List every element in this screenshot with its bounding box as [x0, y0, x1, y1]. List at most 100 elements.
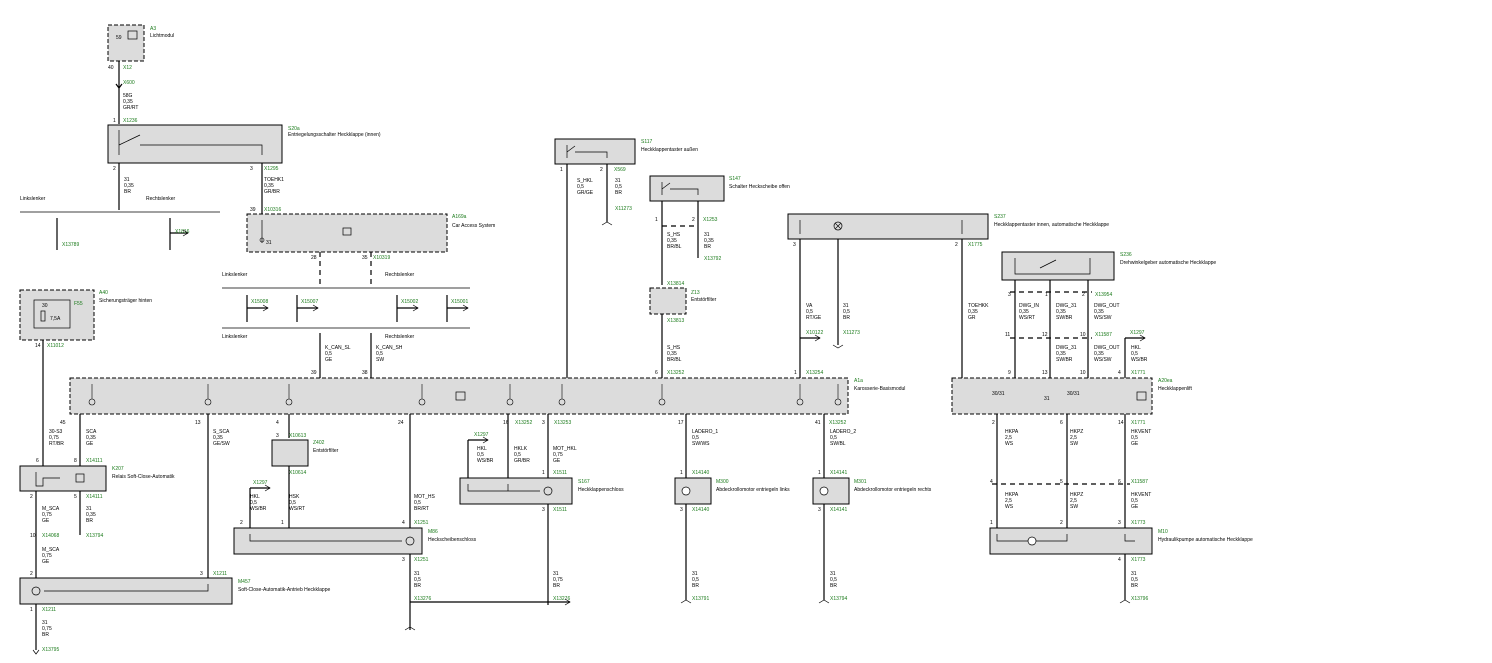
a1a-pin-symbols [88, 384, 842, 406]
svg-text:GR/RT: GR/RT [123, 105, 138, 111]
svg-text:X10319: X10319 [373, 255, 390, 261]
svg-text:M457: M457 [238, 579, 251, 585]
svg-text:A169a: A169a [452, 214, 467, 220]
svg-text:Schalter Heckscheibe offen: Schalter Heckscheibe offen [729, 184, 790, 190]
svg-text:X11587: X11587 [1095, 332, 1112, 338]
svg-text:Heckklappentaster innen, autom: Heckklappentaster innen, automatische He… [994, 222, 1109, 228]
svg-text:1: 1 [113, 118, 116, 124]
svg-text:BR: BR [86, 518, 93, 524]
svg-text:Z402: Z402 [313, 440, 325, 446]
svg-text:X15002: X15002 [401, 299, 418, 305]
fuse-f55: F55 [74, 301, 83, 307]
svg-text:A1a: A1a [854, 378, 863, 384]
lenker-right-1: Rechtslenker [146, 196, 176, 202]
svg-text:39: 39 [250, 207, 256, 213]
svg-text:HSK: HSK [289, 494, 300, 500]
svg-text:0,5: 0,5 [1131, 498, 1138, 504]
svg-text:0,5: 0,5 [830, 435, 837, 441]
svg-text:WS/SW: WS/SW [1094, 357, 1112, 363]
svg-text:BR: BR [1131, 583, 1138, 589]
svg-text:Relais Soft-Close-Automatik: Relais Soft-Close-Automatik [112, 474, 175, 480]
svg-text:Heckscheibenschloss: Heckscheibenschloss [428, 537, 477, 543]
svg-text:X1511: X1511 [553, 507, 567, 513]
svg-text:1: 1 [990, 520, 993, 526]
svg-text:GE: GE [1131, 504, 1139, 510]
svg-text:GE: GE [86, 441, 94, 447]
a40-fuse-carrier: A40 Sicherungsträger hinten F55 30 7,5A … [19, 289, 152, 349]
svg-text:MOT_HS: MOT_HS [414, 494, 436, 500]
svg-text:0,35: 0,35 [264, 183, 274, 189]
svg-text:HKPA: HKPA [1005, 492, 1019, 498]
svg-text:31: 31 [1044, 396, 1050, 402]
svg-text:S236: S236 [1120, 252, 1132, 258]
svg-text:0,5: 0,5 [325, 351, 332, 357]
svg-text:2: 2 [600, 167, 603, 173]
svg-text:X13252: X13252 [667, 370, 684, 376]
svg-text:GE: GE [553, 458, 561, 464]
svg-text:BR: BR [692, 583, 699, 589]
svg-text:3: 3 [793, 242, 796, 248]
svg-text:1: 1 [818, 470, 821, 476]
svg-text:4: 4 [1118, 370, 1121, 376]
svg-text:X13252: X13252 [515, 420, 532, 426]
svg-text:2: 2 [113, 166, 116, 172]
svg-text:SW: SW [376, 357, 384, 363]
svg-text:X1773: X1773 [1131, 557, 1146, 563]
svg-text:3: 3 [200, 571, 203, 577]
svg-text:0,5: 0,5 [843, 309, 850, 315]
svg-text:2: 2 [1082, 292, 1085, 298]
svg-text:31: 31 [830, 571, 836, 577]
svg-text:BR: BR [830, 583, 837, 589]
svg-text:X1211: X1211 [42, 607, 56, 613]
svg-text:BR: BR [124, 189, 131, 195]
m300-cover-motor-left: M300 Abdeckrollomotor entriegeln links 3… [674, 477, 790, 513]
svg-text:2: 2 [992, 420, 995, 426]
svg-text:HKVENT: HKVENT [1131, 429, 1151, 435]
svg-text:11: 11 [1005, 332, 1010, 338]
svg-text:X1236: X1236 [123, 118, 138, 124]
svg-text:BR: BR [843, 315, 850, 321]
svg-text:1: 1 [542, 470, 545, 476]
svg-text:Heckklappenschloss: Heckklappenschloss [578, 487, 624, 493]
svg-text:X1297: X1297 [1130, 330, 1145, 336]
svg-text:6: 6 [1118, 479, 1121, 485]
svg-text:2: 2 [30, 494, 33, 500]
svg-text:Heckklappentaster außen: Heckklappentaster außen [641, 147, 698, 153]
svg-text:X1816: X1816 [175, 229, 190, 235]
svg-text:BR/RT: BR/RT [414, 506, 429, 512]
svg-text:HKPZ: HKPZ [1070, 429, 1083, 435]
svg-text:1: 1 [1045, 292, 1048, 298]
svg-text:GE: GE [325, 357, 333, 363]
svg-text:1: 1 [794, 370, 797, 376]
m301-cover-motor-right: M301 Abdeckrollomotor entriegeln rechts … [812, 477, 932, 513]
svg-text:5: 5 [74, 494, 77, 500]
svg-text:X1295: X1295 [264, 166, 279, 172]
svg-text:10: 10 [1080, 370, 1086, 376]
svg-text:X14140: X14140 [692, 470, 709, 476]
svg-text:2,5: 2,5 [1070, 435, 1077, 441]
svg-text:X1251: X1251 [414, 520, 429, 526]
svg-text:BR/BL: BR/BL [667, 244, 682, 250]
svg-text:31: 31 [615, 178, 621, 184]
svg-text:Rechtslenker: Rechtslenker [385, 334, 415, 340]
svg-text:X13814: X13814 [667, 281, 684, 287]
svg-text:4: 4 [990, 479, 993, 485]
svg-text:X10122: X10122 [806, 330, 823, 336]
svg-text:31: 31 [553, 571, 559, 577]
svg-text:0,75: 0,75 [42, 626, 52, 632]
svg-text:Linkslenker: Linkslenker [222, 334, 248, 340]
svg-text:DWG_OUT: DWG_OUT [1094, 345, 1120, 351]
svg-text:0,5: 0,5 [577, 184, 584, 190]
svg-text:Hydraulikpumpe automatische He: Hydraulikpumpe automatische Heckklappe [1158, 537, 1253, 543]
a3-light-module: A3 Lichtmodul 59 40 X12 [107, 24, 174, 71]
svg-text:0,5: 0,5 [289, 500, 296, 506]
svg-text:0,5: 0,5 [414, 500, 421, 506]
svg-text:3: 3 [402, 557, 405, 563]
svg-text:31: 31 [1131, 571, 1137, 577]
a3-name: Lichtmodul [150, 33, 174, 39]
svg-text:X13252: X13252 [829, 420, 846, 426]
svg-text:SW/BR: SW/BR [1056, 315, 1073, 321]
svg-text:0,35: 0,35 [704, 238, 714, 244]
svg-text:X13792: X13792 [704, 256, 721, 262]
